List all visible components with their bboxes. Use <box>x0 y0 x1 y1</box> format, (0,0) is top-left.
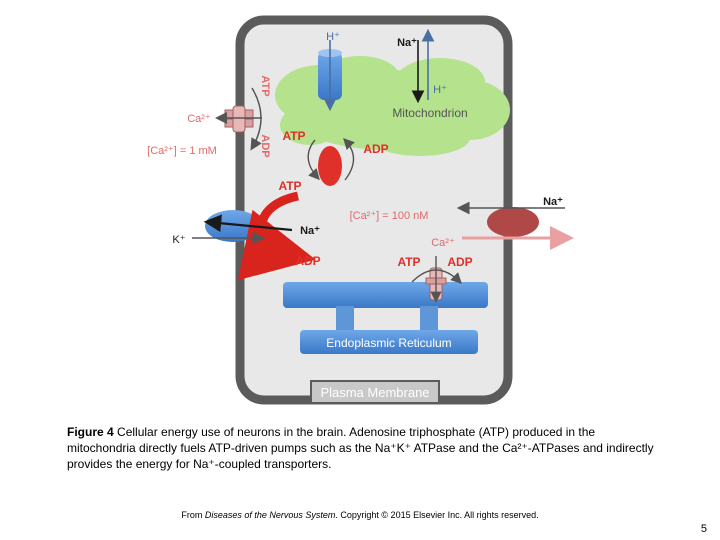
mitochondrion-label: Mitochondrion <box>392 106 467 120</box>
atp-left-label: ATP <box>259 75 271 96</box>
h-plus-top-label: H⁺ <box>326 31 340 43</box>
nak-atp-red-arrow <box>237 191 316 281</box>
figure-label: Figure 4 <box>67 425 114 439</box>
er-label: Endoplasmic Reticulum <box>326 336 451 350</box>
k-plus-label: K⁺ <box>172 234 185 246</box>
atp-nak-label: ATP <box>278 179 301 193</box>
source-suffix: . Copyright © 2015 Elsevier Inc. All rig… <box>335 510 539 520</box>
na-plus-right-label: Na⁺ <box>543 196 563 208</box>
adp-left-label: ADP <box>259 134 271 157</box>
ca-right-label: Ca²⁺ <box>431 237 455 249</box>
page-number: 5 <box>700 523 707 535</box>
copyright-source: From Diseases of the Nervous System. Cop… <box>0 510 720 520</box>
na-coupled-transporter <box>487 207 539 237</box>
figure-caption-text: Cellular energy use of neurons in the br… <box>67 425 654 471</box>
source-prefix: From <box>181 510 205 520</box>
atp-adp-left-curve <box>250 87 262 151</box>
figure-caption: Figure 4 Cellular energy use of neurons … <box>67 424 667 472</box>
ca-left-label: Ca²⁺ <box>187 113 211 125</box>
ca-in-concentration: [Ca²⁺] = 100 nM <box>350 210 429 222</box>
na-plus-nak-label: Na⁺ <box>300 225 320 237</box>
h-plus-right-label: H⁺ <box>433 84 447 96</box>
ca-out-concentration: [Ca²⁺] = 1 mM <box>147 145 217 157</box>
mito-adp-curve-right <box>343 137 355 181</box>
adenine-nucleotide-translocase <box>318 146 342 186</box>
na-plus-efflux-arrow <box>203 214 293 233</box>
atp-er-label: ATP <box>397 255 420 269</box>
adp-mito-label: ADP <box>363 142 388 156</box>
neuron-energy-diagram: Plasma Membrane Mitochondrion H⁺ Na⁺ H⁺ … <box>147 15 574 405</box>
adp-nak-label: ADP <box>295 254 320 268</box>
adp-er-label: ADP <box>447 255 472 269</box>
atp-mito-label: ATP <box>282 129 305 143</box>
plasma-membrane-label: Plasma Membrane <box>320 385 429 400</box>
source-book-title: Diseases of the Nervous System <box>204 510 336 520</box>
na-plus-top-label: Na⁺ <box>397 37 417 49</box>
mito-atp-curve-left <box>307 139 320 181</box>
plasma-membrane-label-box <box>310 380 440 404</box>
